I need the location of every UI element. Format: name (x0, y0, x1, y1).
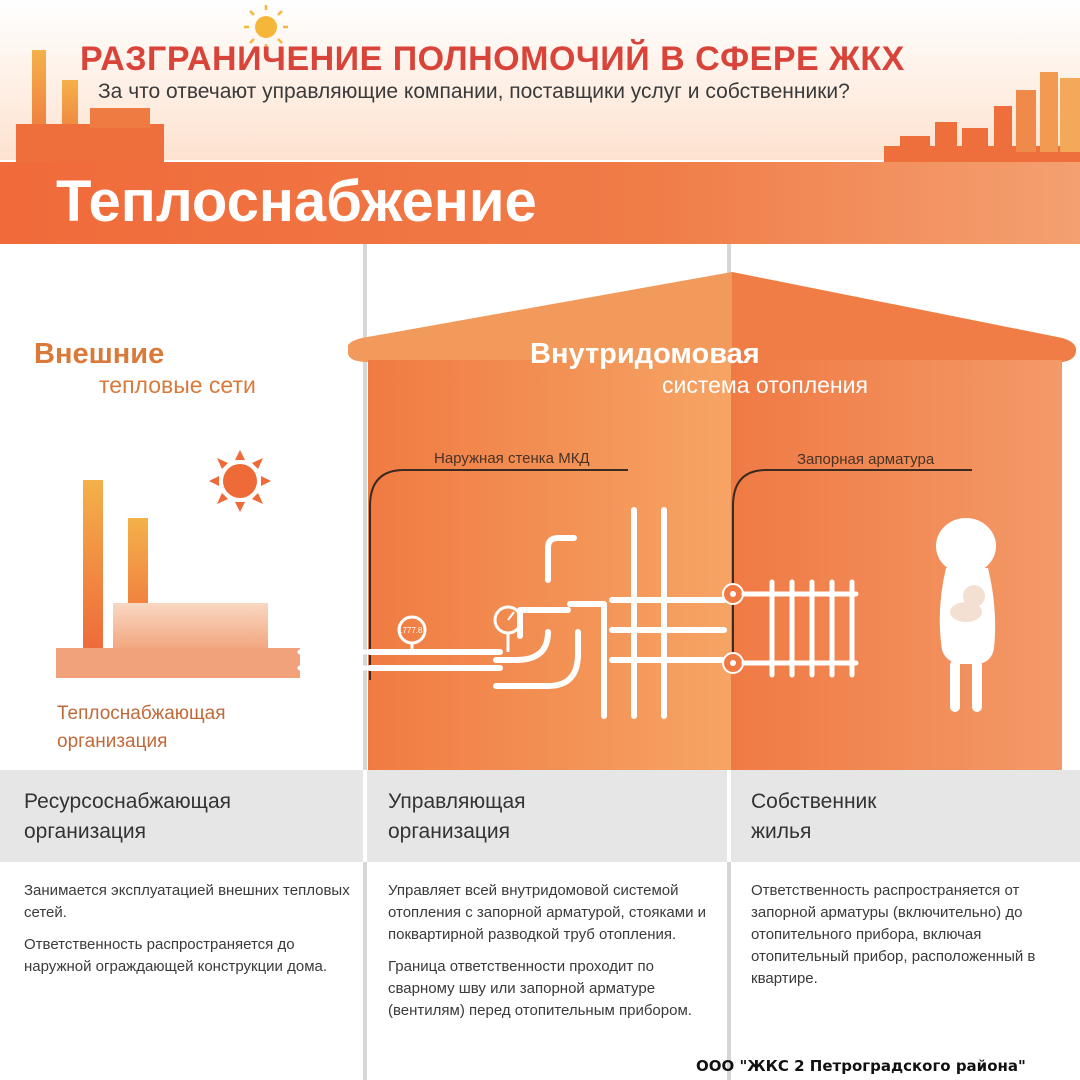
description-paragraph: Ответственность распространяется до нару… (24, 936, 328, 975)
roles-band (0, 770, 1080, 862)
external-network-subtitle: тепловые сети (99, 372, 256, 398)
role-description-owner: Ответственность распространяется от запо… (751, 880, 1051, 1000)
pressure-gauge-icon (397, 605, 523, 652)
description-paragraph: Занимается эксплуатацией внешних тепловы… (24, 882, 350, 921)
internal-system-subtitle: система отопления (662, 372, 868, 398)
gauge-reading: 1777.8 (398, 626, 423, 635)
factory-icon (56, 480, 300, 678)
description-paragraph: Граница ответственности проходит по свар… (388, 958, 692, 1019)
section-title: Теплоснабжение (56, 169, 537, 234)
external-network-title: Внешние (34, 338, 165, 370)
section-band (0, 162, 1080, 244)
pipe-icon (297, 507, 727, 719)
sun-icon (209, 450, 271, 512)
top-factory-icon (16, 50, 164, 162)
role-description-management-company: Управляет всей внутридомовой системой от… (388, 880, 718, 1032)
role-title-management-company: Управляющая организация (388, 790, 526, 843)
outer-wall-callout: Наружная стенка МКД (434, 450, 590, 467)
person-with-cat-icon (936, 518, 996, 712)
shutoff-valve-callout: Запорная арматура (797, 451, 935, 468)
city-skyline-icon (884, 72, 1080, 162)
role-title-resource-supplier: Ресурсоснабжающая организация (24, 790, 231, 843)
radiator-icon (741, 579, 859, 678)
description-paragraph: Ответственность распространяется от запо… (751, 882, 1036, 987)
role-title-owner: Собственник жилья (751, 790, 877, 843)
footer-company-name: ООО "ЖКС 2 Петроградского района" (696, 1057, 1026, 1075)
description-paragraph: Управляет всей внутридомовой системой от… (388, 882, 707, 943)
role-description-resource-supplier: Занимается эксплуатацией внешних тепловы… (24, 880, 354, 988)
house-icon (348, 272, 1076, 770)
page-subtitle: За что отвечают управляющие компании, по… (98, 80, 850, 103)
top-sun-icon (244, 5, 288, 49)
heat-supplier-label: Теплоснабжающая организация (57, 703, 226, 752)
page-title: РАЗГРАНИЧЕНИЕ ПОЛНОМОЧИЙ В СФЕРЕ ЖКХ (80, 40, 905, 78)
internal-system-title: Внутридомовая (530, 338, 760, 370)
